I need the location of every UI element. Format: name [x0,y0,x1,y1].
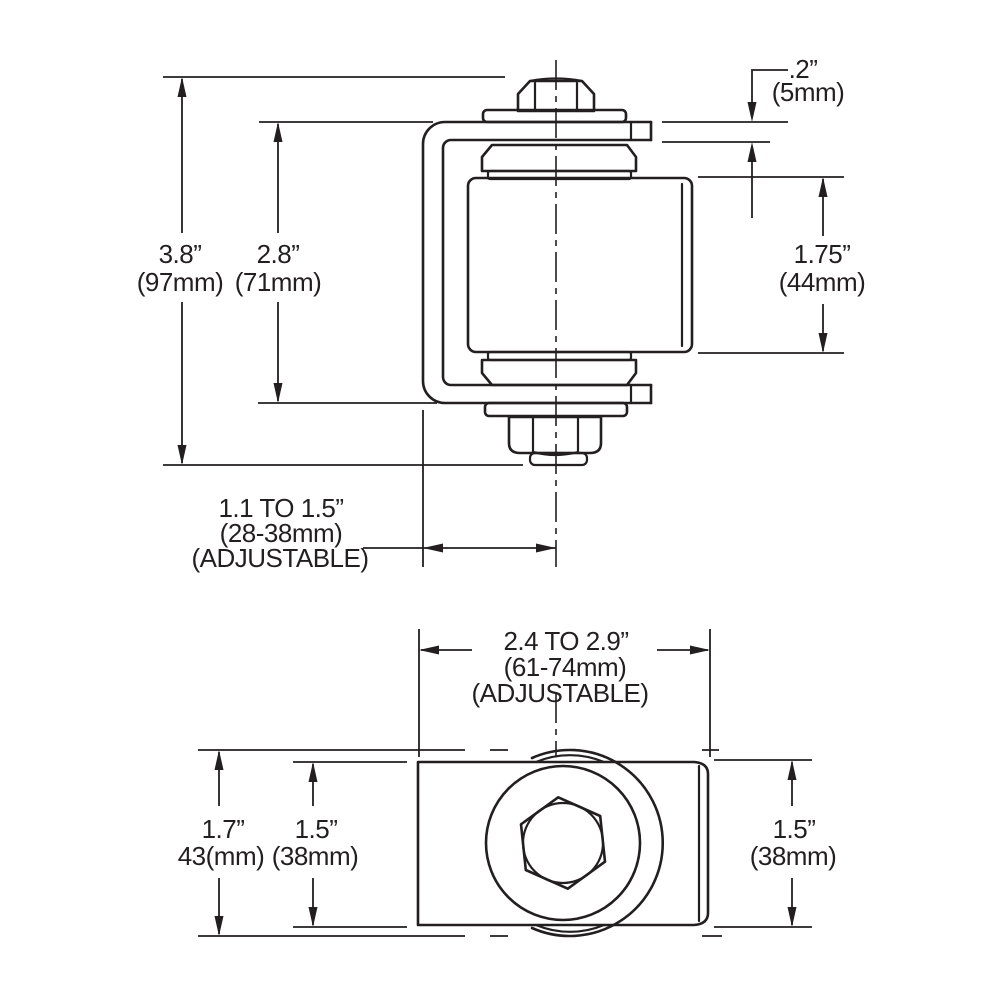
nut-outline [507,415,603,455]
up-arrowhead [308,762,318,782]
dim-label-inches: 1.75” [794,239,851,269]
dim-label-mm: (28-38mm) [220,518,343,548]
lower-bushing-body [480,358,638,387]
flange-outer-arc [530,748,664,938]
dim-label-inches: 1.5” [773,814,816,844]
dim-setback: 1.1 TO 1.5” (28-38mm) (ADJUSTABLE) [192,410,556,573]
down-arrowhead [308,907,318,927]
barrel-plan [416,760,710,927]
up-arrowhead [177,77,187,97]
dim-label-inches: 1.5” [295,814,338,844]
dim-barrel-width-right: 1.5” (38mm) [714,759,837,928]
dim-label-range: 2.4 TO 2.9” [503,626,628,656]
barrel [466,176,694,354]
dim-label-mm: (44mm) [779,267,866,297]
nut-facet-lines [531,415,580,454]
dim-barrel-length: 1.75” (44mm) [698,176,866,354]
hex-nut [507,415,603,467]
dim-label-inches: 3.8” [159,239,202,269]
barrel-plan-outline [416,760,710,927]
dim-label-mm: (61-74mm) [504,652,627,682]
hex-nut-plan [519,795,607,891]
down-arrowhead [177,445,187,465]
nut-chamfer-circle [521,801,605,885]
dim-label-inches: 1.7” [202,814,245,844]
u-bracket [421,120,653,405]
down-arrowhead [747,102,757,122]
dim-label-inches: .2” [789,54,818,84]
down-arrowhead [818,333,828,353]
right-arrowhead [690,645,710,655]
dim-label-note: (ADJUSTABLE) [192,543,369,573]
down-arrowhead [273,383,283,403]
flange-top-arc [534,754,606,764]
upper-bushing-body [480,143,638,173]
bracket-inner-contour [441,138,653,387]
left-arrowhead [419,645,439,655]
dim-label-inches: 2.8” [257,239,300,269]
dim-label-mm: (38mm) [272,841,359,871]
washer-flange [484,748,664,938]
dim-overall-height: 3.8” (97mm) [137,76,523,466]
dim-bracket-height: 2.8” (71mm) [235,121,437,404]
up-arrowhead [747,142,757,162]
up-arrowhead [273,122,283,142]
right-arrowhead [536,543,556,553]
dim-label-mm: (5mm) [772,77,845,107]
dim-overall-depth: 1.7” 43(mm) [178,750,265,936]
dim-plate-thickness: .2” (5mm) [662,54,845,218]
dim-label-mm: (71mm) [235,267,322,297]
dim-label-mm: (38mm) [750,841,837,871]
dim-overall-width: 2.4 TO 2.9” (61-74mm) (ADJUSTABLE) [418,626,711,757]
down-arrowhead [214,916,224,936]
dim-label-range: 1.1 TO 1.5” [218,493,343,523]
up-arrowhead [787,760,797,780]
bracket-outer-contour [421,120,653,405]
dim-label-note: (ADJUSTABLE) [472,678,649,708]
dim-label-mm: 43(mm) [178,841,265,871]
bolt-head-facet-lines [533,81,579,113]
up-arrowhead [214,750,224,770]
nut-hexagon [519,795,607,891]
upper-bushing [480,143,638,181]
barrel-body [466,176,694,354]
lower-bushing [480,350,638,387]
nut-flange-washer [528,451,589,467]
up-arrowhead [818,177,828,197]
top-view: 2.4 TO 2.9” (61-74mm) (ADJUSTABLE) 1.7” … [178,626,837,938]
down-arrowhead [787,907,797,927]
left-arrowhead [423,543,443,553]
washer-circle [484,764,642,922]
dim-barrel-width-left: 1.5” (38mm) [272,761,407,928]
flange-bottom-arc [534,923,606,933]
dim-label-mm: (97mm) [137,267,224,297]
bolt-head-crown-arc [528,77,584,83]
leader-line [751,69,788,104]
front-view: 3.8” (97mm) 2.8” (71mm) .2” (5mm) [137,54,866,573]
